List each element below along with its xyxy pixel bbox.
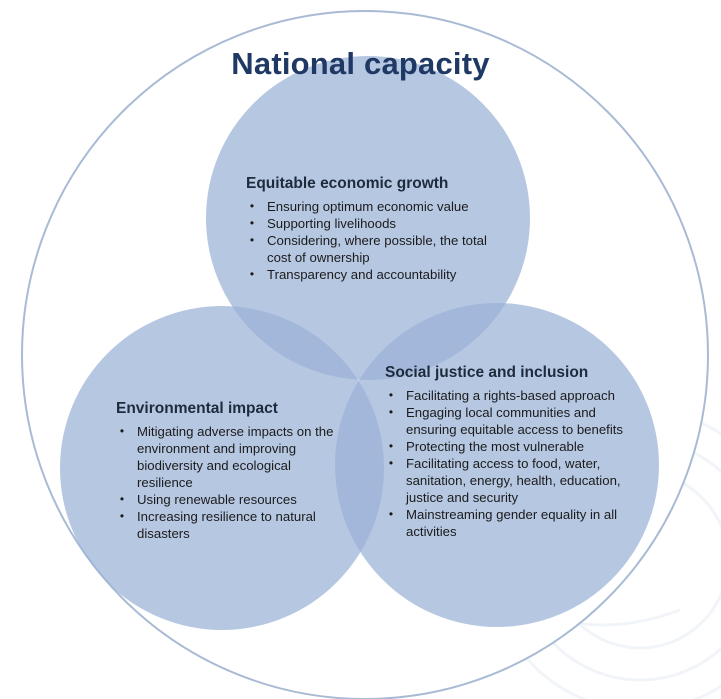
env-text-block: Environmental impact •Mitigating adverse…: [116, 400, 348, 542]
circle-equitable-economic-growth: [206, 56, 530, 380]
list-item: •Transparency and accountability: [246, 266, 511, 283]
econ-heading: Equitable economic growth: [246, 175, 449, 192]
list-item: •Protecting the most vulnerable: [385, 438, 630, 455]
list-item: •Using renewable resources: [116, 491, 348, 508]
econ-list: •Ensuring optimum economic value •Suppor…: [246, 198, 511, 283]
bullet-icon: •: [388, 388, 394, 402]
social-list: •Facilitating a rights-based approach •E…: [385, 387, 630, 540]
bullet-icon: •: [249, 233, 255, 247]
bullet-icon: •: [249, 267, 255, 281]
env-list: •Mitigating adverse impacts on the envir…: [116, 423, 348, 542]
circle-social-justice: [335, 303, 659, 627]
list-item: •Engaging local communities and ensuring…: [385, 404, 630, 438]
bullet-icon: •: [388, 405, 394, 419]
social-heading: Social justice and inclusion: [385, 364, 589, 381]
diagram-title: National capacity: [231, 46, 490, 81]
bullet-icon: •: [249, 216, 255, 230]
list-item: •Increasing resilience to natural disast…: [116, 508, 348, 542]
list-item: •Ensuring optimum economic value: [246, 198, 511, 215]
econ-text-block: Equitable economic growth •Ensuring opti…: [246, 175, 511, 283]
bullet-icon: •: [119, 509, 125, 523]
circle-environmental-impact: [60, 306, 384, 630]
list-item: •Facilitating access to food, water, san…: [385, 455, 630, 506]
list-item: •Mainstreaming gender equality in all ac…: [385, 506, 630, 540]
bullet-icon: •: [249, 199, 255, 213]
list-item: •Facilitating a rights-based approach: [385, 387, 630, 404]
bullet-icon: •: [388, 439, 394, 453]
bullet-icon: •: [119, 424, 125, 438]
bullet-icon: •: [388, 507, 394, 521]
list-item: •Mitigating adverse impacts on the envir…: [116, 423, 348, 491]
list-item: •Supporting livelihoods: [246, 215, 511, 232]
env-heading: Environmental impact: [116, 400, 278, 417]
list-item: •Considering, where possible, the total …: [246, 232, 511, 266]
social-text-block: Social justice and inclusion •Facilitati…: [385, 364, 630, 540]
bullet-icon: •: [119, 492, 125, 506]
bullet-icon: •: [388, 456, 394, 470]
